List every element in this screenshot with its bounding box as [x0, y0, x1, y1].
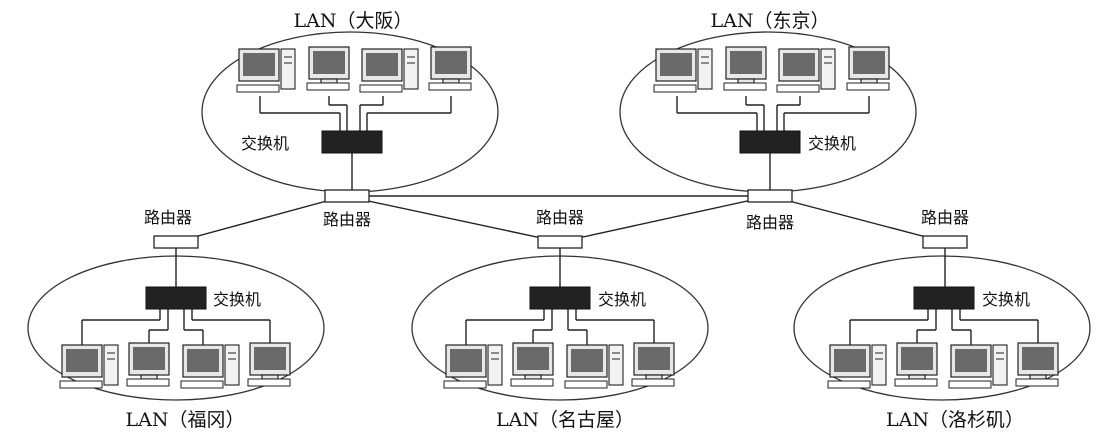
router-tokyo-label: 路由器	[746, 213, 794, 232]
computer-icon	[359, 48, 419, 93]
lan-nagoya-title: LAN（名古屋）	[496, 409, 634, 431]
switch-icon	[739, 130, 801, 154]
lan-tokyo: LAN（东京） 交换机	[619, 10, 917, 193]
lan-osaka-wiring	[259, 96, 452, 190]
router-losangeles-label: 路由器	[921, 208, 969, 227]
switch-icon	[145, 286, 207, 310]
computer-icon	[236, 48, 296, 93]
computer-icon	[247, 342, 291, 387]
lan-losangeles-switch-label: 交换机	[982, 290, 1030, 309]
computer-icon	[126, 342, 170, 387]
lan-osaka-title: LAN（大阪）	[294, 10, 413, 32]
switch-icon	[529, 286, 591, 310]
computer-icon	[306, 46, 350, 91]
router-icon	[153, 235, 199, 249]
router-fukuoka-label: 路由器	[144, 208, 192, 227]
lan-tokyo-switch-label: 交换机	[808, 134, 856, 153]
lan-nagoya: LAN（名古屋） 交换机	[411, 248, 709, 431]
router-osaka-label: 路由器	[323, 210, 371, 229]
router-icon	[537, 235, 583, 249]
computer-icon	[894, 342, 938, 387]
computer-icon	[948, 344, 1008, 389]
router-losangeles: 路由器	[921, 208, 969, 249]
lan-tokyo-title: LAN（东京）	[711, 10, 830, 32]
lan-osaka: LAN（大阪） 交换机	[201, 10, 499, 193]
computer-icon	[59, 344, 119, 389]
computer-icon	[631, 342, 675, 387]
router-tokyo: 路由器	[746, 189, 794, 232]
lan-losangeles-wiring	[849, 248, 1039, 345]
router-nagoya: 路由器	[536, 208, 584, 249]
switch-icon	[321, 130, 383, 154]
computer-icon	[723, 46, 767, 91]
backbone-links	[175, 195, 946, 243]
lan-fukuoka: LAN（福冈） 交换机	[27, 248, 325, 431]
lan-losangeles: LAN（洛杉矶） 交换机	[793, 248, 1091, 431]
router-osaka: 路由器	[323, 189, 371, 229]
lan-losangeles-title: LAN（洛杉矶）	[886, 409, 1024, 431]
lan-tokyo-wiring	[676, 96, 870, 190]
lan-fukuoka-title: LAN（福冈）	[126, 409, 245, 431]
computer-icon	[653, 48, 713, 93]
computer-icon	[827, 344, 887, 389]
computer-icon	[443, 344, 503, 389]
computer-icon	[1015, 342, 1059, 387]
router-icon	[747, 189, 793, 203]
lan-nagoya-wiring	[465, 248, 655, 345]
computer-icon	[510, 342, 554, 387]
switch-icon	[913, 286, 975, 310]
lan-fukuoka-switch-label: 交换机	[213, 290, 261, 309]
computer-icon	[428, 46, 472, 91]
router-icon	[922, 235, 968, 249]
lan-osaka-switch-label: 交换机	[241, 134, 289, 153]
computer-icon	[846, 46, 890, 91]
computer-icon	[180, 344, 240, 389]
lan-nagoya-switch-label: 交换机	[598, 290, 646, 309]
computer-icon	[564, 344, 624, 389]
router-fukuoka: 路由器	[144, 208, 199, 249]
lan-fukuoka-wiring	[81, 248, 271, 345]
router-nagoya-label: 路由器	[536, 208, 584, 227]
computer-icon	[776, 48, 836, 93]
router-icon	[324, 189, 370, 203]
